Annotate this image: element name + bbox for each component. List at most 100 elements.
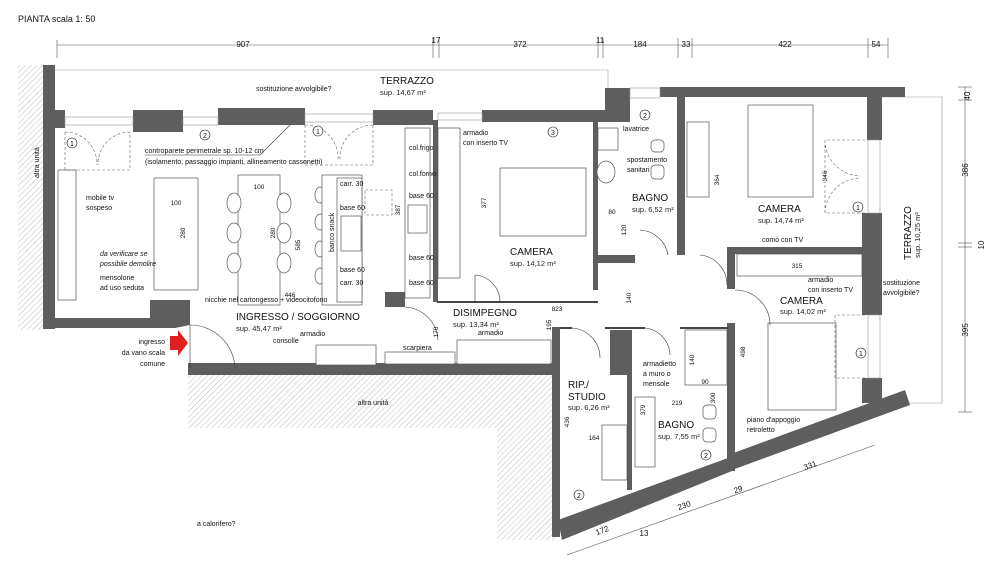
plan-title: PIANTA scala 1: 50 [18, 14, 95, 24]
note-banco-snack: banco snack [329, 212, 336, 252]
dim-top-54: 54 [872, 40, 881, 49]
dim-table-w: 100 [254, 184, 265, 191]
dim-right-40: 40 [963, 91, 972, 100]
door-marker-6: 1 [856, 205, 860, 212]
note-armadietto-3: mensole [643, 381, 670, 388]
dim-dis-195: 195 [546, 319, 553, 330]
dim-top-11: 11 [596, 36, 605, 45]
door-marker-3: 1 [316, 129, 320, 136]
dim-top-33: 33 [682, 40, 691, 49]
terrace-right-outline [882, 96, 943, 404]
room-terrazzo-right-area: sup. 10,25 m² [913, 212, 922, 258]
note-sostituzione-top: sostituzione avvolgibile? [256, 86, 332, 93]
dim-top-907: 907 [236, 40, 250, 49]
internal-dimensions: 100 280 100 280 585 387 446 170 823 195 … [171, 170, 829, 442]
room-labels: TERRAZZO sup. 14,67 m² INGRESSO / SOGGIO… [236, 76, 922, 441]
note-mobile-tv-1: mobile tv [86, 195, 115, 202]
doors [64, 124, 865, 379]
room-soggiorno: INGRESSO / SOGGIORNO [236, 312, 360, 323]
dim-bottom-230: 230 [676, 499, 692, 512]
dim-bottom-331: 331 [802, 459, 818, 472]
note-scarpiera: scarpiera [403, 345, 432, 352]
bed-camera-1 [499, 167, 587, 237]
kitchen-sink [340, 215, 362, 252]
room-bagno-2-area: sup. 7,55 m² [658, 432, 700, 441]
top-dimension-line: 907 17 372 11 184 33 422 54 [56, 36, 889, 58]
bed-camera-3 [767, 322, 837, 411]
dim-living-w: 446 [285, 292, 296, 299]
room-terrazzo-right: TERRAZZO [903, 206, 914, 260]
dim-living-h: 585 [295, 239, 302, 250]
washing-machine [597, 127, 619, 151]
note-armadio-tv2-1: armadio [808, 277, 833, 284]
room-camera-1: CAMERA [510, 247, 553, 258]
wardrobe-camera-1 [437, 127, 461, 279]
note-armadio-tv2-2: con inserto TV [808, 287, 853, 294]
room-bagno-1: BAGNO [632, 193, 668, 204]
door-marker-5: 2 [643, 113, 647, 120]
annotations: sostituzione avvolgibile? controparete p… [86, 86, 920, 528]
room-bagno-2: BAGNO [658, 420, 694, 431]
dim-bath2-379: 379 [640, 404, 647, 415]
door-marker-9: 2 [704, 453, 708, 460]
furniture [57, 104, 863, 481]
note-armadio-dis: armadio [478, 330, 503, 337]
dim-rip-436: 436 [564, 416, 571, 427]
note-verificare-1: da verificare se [100, 251, 148, 258]
note-base60-e: base 60 [340, 267, 365, 274]
room-rip-area: sup. 6,26 m² [568, 403, 610, 412]
shower [684, 329, 728, 386]
sofa [153, 177, 199, 291]
other-unit-bottom [188, 375, 555, 540]
dim-bottom-172: 172 [594, 524, 610, 537]
other-unit-left [18, 65, 43, 330]
room-bagno-1-area: sup. 6,52 m² [632, 205, 674, 214]
dim-top-372: 372 [513, 40, 527, 49]
dim-right-10: 10 [977, 240, 986, 249]
dim-sofa-l: 280 [180, 227, 187, 238]
room-camera-3-area: sup. 14,02 m² [780, 307, 826, 316]
entry-arrow-icon [170, 330, 188, 356]
note-controparete-1: controparete perimetrale sp. 10-12 cm [145, 148, 264, 155]
dim-bottom-29: 29 [732, 484, 744, 496]
bidet-2 [702, 404, 717, 420]
note-armadio-tv1-2: con inserto TV [463, 140, 508, 147]
dim-kitchen-h: 387 [395, 204, 402, 215]
wardrobe-camera-2 [686, 121, 710, 198]
note-spostamento-2: sanitari [627, 167, 650, 174]
note-carr30-b: carr. 30 [340, 280, 363, 287]
dim-cam3-315: 315 [792, 263, 803, 270]
room-rip-line2: STUDIO [568, 392, 606, 403]
bottom-dimension-line: 172 13 230 29 331 [566, 444, 876, 556]
dim-cam3-498: 498 [740, 346, 747, 357]
dim-cam2-346: 346 [822, 170, 829, 181]
note-mobile-tv-2: sospeso [86, 205, 112, 212]
dim-bath2-300: 300 [710, 392, 717, 403]
note-sostituzione-r1: sostituzione [883, 280, 920, 287]
other-unit-left-label: altra unità [34, 147, 41, 178]
note-armadietto-1: armadietto [643, 361, 676, 368]
room-disimpegno: DISIMPEGNO [453, 308, 517, 319]
dim-bath1-120: 120 [621, 224, 628, 235]
door-marker-2: 2 [203, 133, 207, 140]
room-camera-3: CAMERA [780, 296, 823, 307]
dim-cam2-364: 364 [714, 174, 721, 185]
room-camera-1-area: sup. 14,12 m² [510, 259, 556, 268]
dining-table [237, 174, 281, 306]
note-ingresso-3: comune [140, 361, 165, 368]
note-base60-b: base 60 [409, 255, 434, 262]
door-marker-8: 2 [577, 493, 581, 500]
note-spostamento-1: spostamento [627, 157, 667, 164]
note-armadio-tv1-1: armadio [463, 130, 488, 137]
shoe-rack [384, 351, 456, 365]
dim-top-17: 17 [432, 36, 441, 45]
room-terrazzo-top: TERRAZZO [380, 76, 434, 87]
dim-dis-140: 140 [626, 292, 633, 303]
other-unit-bottom-label: altra unità [358, 400, 389, 407]
windows [64, 87, 881, 379]
room-soggiorno-area: sup. 45,47 m² [236, 324, 282, 333]
note-ingresso-2: da vano scala [122, 350, 165, 357]
note-ingresso-1: ingresso [139, 339, 166, 346]
note-col-forno: col.forno [409, 171, 436, 178]
